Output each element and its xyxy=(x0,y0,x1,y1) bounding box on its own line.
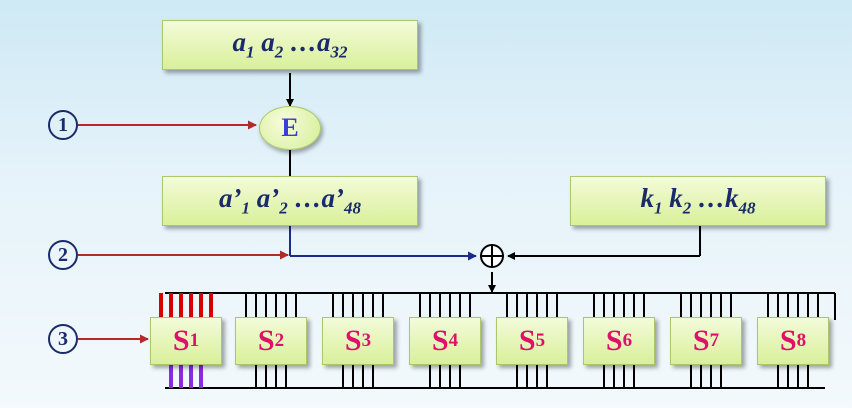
input-block-a32: …a32 xyxy=(290,27,348,62)
key-block-k1: k1 xyxy=(640,183,663,218)
key-block-k48: …k48 xyxy=(698,183,756,218)
key-block: k1 k2 …k48 xyxy=(570,176,826,226)
key-block-k2: k2 xyxy=(669,183,692,218)
xor-icon xyxy=(480,244,504,268)
expanded-block-a1: a’1 xyxy=(219,183,250,218)
expanded-block: a’1 a’2 …a’48 xyxy=(162,176,418,226)
marker-1: 1 xyxy=(48,110,78,140)
marker-3: 3 xyxy=(48,324,78,354)
input-block-a2: a2 xyxy=(261,27,284,62)
input-block-a1: a1 xyxy=(232,27,255,62)
expansion-e: E xyxy=(259,106,321,150)
expanded-block-a2: a’2 xyxy=(256,183,288,218)
input-block: a1 a2 …a32 xyxy=(162,20,418,70)
marker-2: 2 xyxy=(48,240,78,270)
expanded-block-a48: …a’48 xyxy=(294,183,362,218)
sbox-wires xyxy=(159,293,819,388)
